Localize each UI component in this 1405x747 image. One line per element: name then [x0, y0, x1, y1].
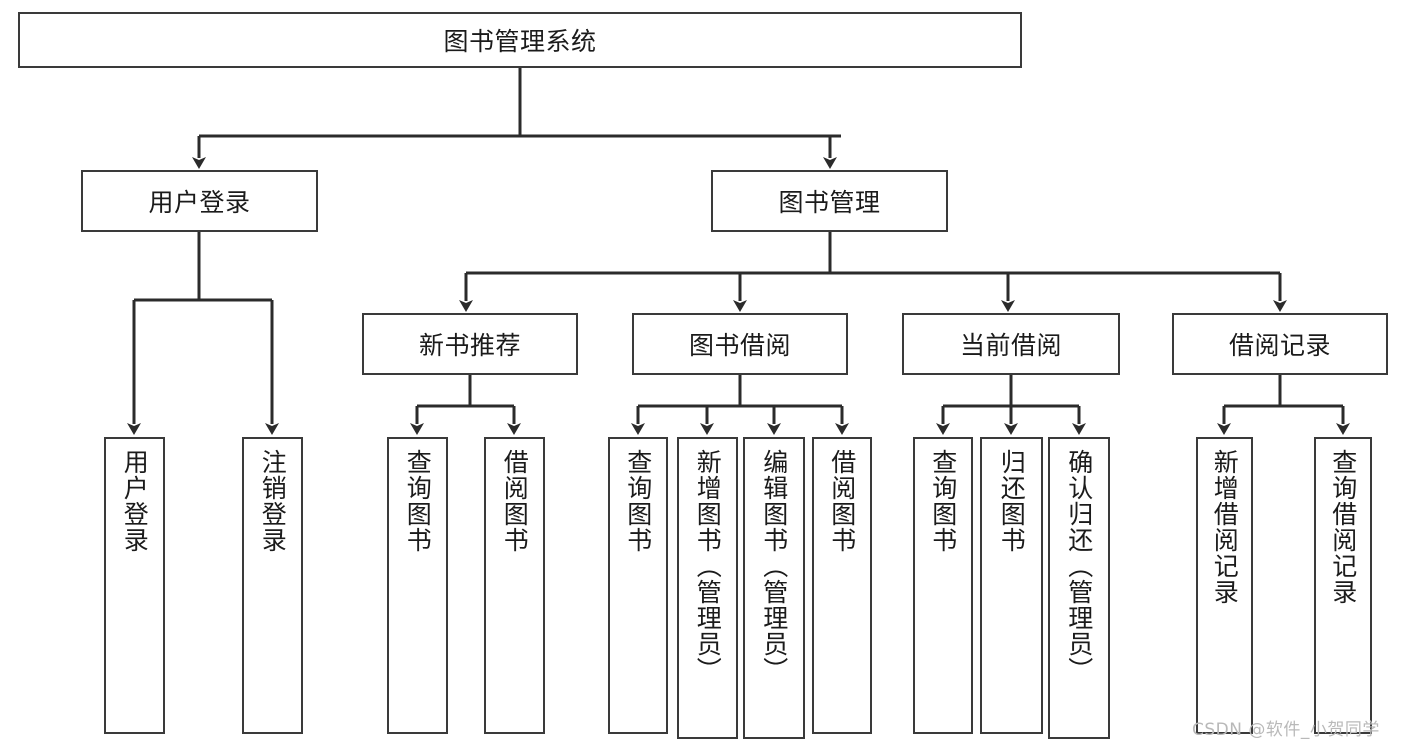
- node-borrow-record[interactable]: 借阅记录: [1172, 313, 1388, 375]
- node-label: 图书管理: [778, 188, 881, 217]
- node-new-book-recommend[interactable]: 新书推荐: [362, 313, 578, 375]
- node-label: 查询图书: [928, 449, 958, 553]
- node-label: 查询图书: [623, 449, 653, 553]
- node-label: 借阅记录: [1228, 331, 1331, 360]
- node-book-borrow[interactable]: 图书借阅: [632, 313, 848, 375]
- node-label: 图书借阅: [688, 331, 791, 360]
- node-label: 查询借阅记录: [1328, 449, 1358, 605]
- leaf-node[interactable]: 查询图书: [913, 437, 973, 734]
- node-book-management[interactable]: 图书管理: [711, 170, 948, 232]
- leaf-node[interactable]: 查询图书: [387, 437, 448, 734]
- node-label: 归还图书: [997, 449, 1027, 553]
- leaf-node[interactable]: 查询图书: [608, 437, 668, 734]
- leaf-node[interactable]: 查询借阅记录: [1314, 437, 1372, 734]
- leaf-node[interactable]: 新增借阅记录: [1196, 437, 1253, 734]
- node-label: 编辑图书（管理员）: [759, 449, 789, 683]
- leaf-node[interactable]: 注销登录: [242, 437, 303, 734]
- leaf-node[interactable]: 归还图书: [980, 437, 1043, 734]
- node-label: 查询图书: [403, 449, 433, 553]
- node-label: 当前借阅: [959, 331, 1062, 360]
- node-label: 确认归还（管理员）: [1064, 449, 1094, 683]
- node-label: 新增借阅记录: [1210, 449, 1240, 605]
- watermark-credit: CSDN @软件_小贺同学: [1192, 720, 1380, 740]
- leaf-node[interactable]: 借阅图书: [484, 437, 545, 734]
- leaf-node[interactable]: 借阅图书: [812, 437, 872, 734]
- leaf-node[interactable]: 确认归还（管理员）: [1048, 437, 1110, 739]
- node-user-login[interactable]: 用户登录: [81, 170, 318, 232]
- leaf-node[interactable]: 用户登录: [104, 437, 165, 734]
- node-label: 新增图书（管理员）: [693, 449, 723, 683]
- node-label: 用户登录: [148, 188, 251, 217]
- node-label: 借阅图书: [500, 449, 530, 553]
- node-root-system[interactable]: 图书管理系统: [18, 12, 1022, 68]
- node-label: 借阅图书: [827, 449, 857, 553]
- node-label: 用户登录: [120, 449, 150, 553]
- node-label: 新书推荐: [418, 331, 521, 360]
- node-label: 注销登录: [258, 449, 288, 553]
- leaf-node[interactable]: 编辑图书（管理员）: [743, 437, 805, 739]
- leaf-node[interactable]: 新增图书（管理员）: [677, 437, 738, 739]
- node-current-borrow[interactable]: 当前借阅: [902, 313, 1120, 375]
- node-label: 图书管理系统: [443, 27, 597, 56]
